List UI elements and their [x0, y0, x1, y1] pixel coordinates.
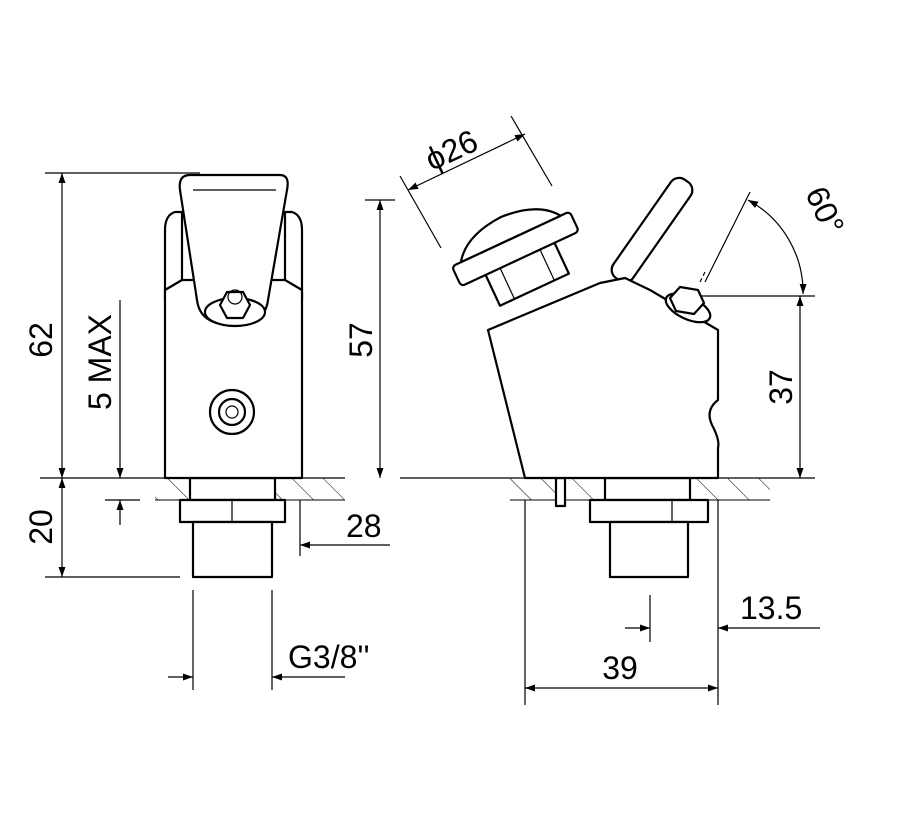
dim-angle-arc [747, 199, 807, 295]
axis-line [699, 269, 707, 283]
tap-body [163, 278, 304, 480]
hex-nut [218, 290, 252, 320]
dim-thread-label: G3/8'' [288, 639, 370, 675]
dim-62-label: 62 [23, 322, 59, 358]
dim-5max-label: 5 MAX [82, 314, 118, 410]
dim-37-label: 37 [763, 369, 799, 405]
thread-collar [188, 476, 277, 502]
dim-20-label: 20 [23, 509, 59, 545]
fixing-nut [588, 498, 710, 524]
outlet-inner [217, 397, 247, 427]
ext-line [704, 191, 751, 283]
front-view: 62 20 5 MAX 57 28 G3/8'' [23, 172, 395, 690]
threaded-pipe [191, 520, 274, 579]
hex-nut [668, 285, 706, 316]
outlet-hole [225, 405, 239, 419]
dim-28-label: 28 [346, 508, 382, 544]
push-button [452, 208, 579, 307]
tap-body [486, 276, 720, 480]
side-view: ϕ26 60° 37 13.5 39 [399, 115, 852, 705]
ext-line [399, 175, 442, 249]
locating-pin [554, 476, 567, 508]
nut-hole [227, 289, 243, 305]
dim-diameter-label: ϕ26 [419, 122, 483, 177]
ext-line [510, 115, 553, 187]
dim-angle-label: 60° [798, 181, 851, 240]
threaded-pipe [608, 520, 690, 579]
dim-diameter-line [407, 133, 526, 191]
push-lever [610, 176, 694, 284]
dim-13-5-label: 13.5 [740, 590, 802, 626]
dim-39-label: 39 [602, 650, 638, 686]
dim-57-label: 57 [343, 322, 379, 358]
thread-collar [603, 476, 692, 502]
body-ear-right [283, 210, 304, 302]
body-ear-left [163, 210, 184, 302]
